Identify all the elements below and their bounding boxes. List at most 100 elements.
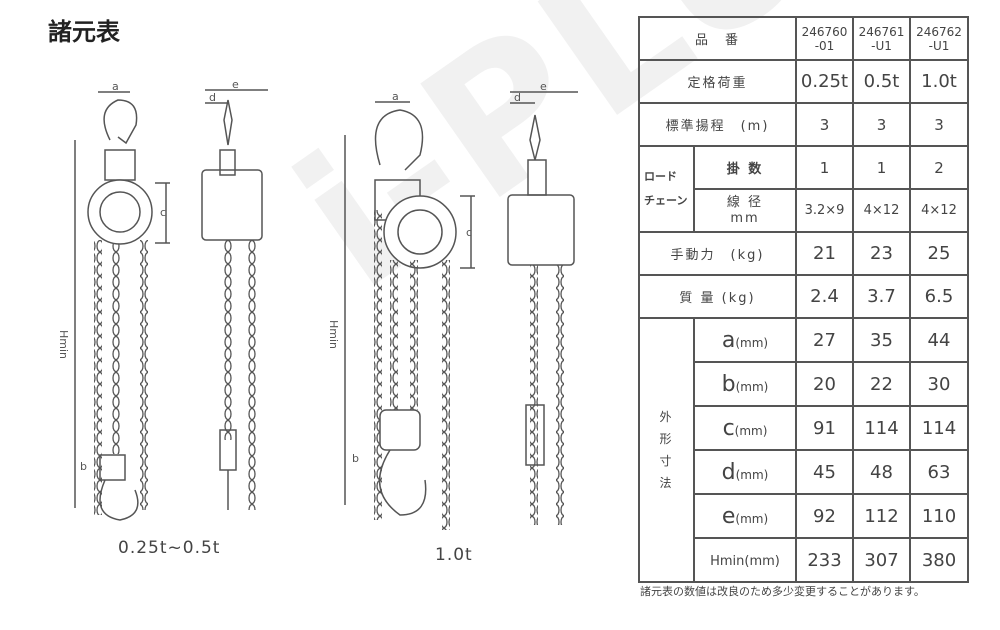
hand-force-label: 手動力 (kg)	[638, 231, 797, 276]
dim-label-b: b	[80, 460, 87, 473]
dimension-letter: b	[721, 371, 736, 397]
cell: 114	[909, 405, 969, 451]
caption-small: 0.25t~0.5t	[118, 538, 221, 558]
cell: 27	[795, 317, 854, 363]
small-hoist-front	[74, 91, 170, 521]
cell: 114	[852, 405, 911, 451]
page-title: 諸元表	[48, 18, 120, 46]
dimension-label: Hmin(mm)	[693, 537, 797, 583]
dimension-unit: (mm)	[735, 379, 769, 394]
cell: 1	[852, 145, 911, 190]
model-number: 246762 -U1	[909, 16, 969, 61]
cell: 45	[795, 449, 854, 495]
table-row: 手動力 (kg) 21 23 25	[638, 231, 969, 276]
table-row: 線 径 mm 3.2×9 4×12 4×12	[639, 188, 969, 233]
dimension-unit: (mm)	[734, 423, 768, 438]
dim-label-c: c	[466, 226, 472, 239]
large-hoist-front	[344, 101, 475, 530]
dimension-letter: a	[721, 327, 736, 353]
dimension-unit: (mm)	[735, 467, 769, 482]
cell: 1.0t	[909, 59, 969, 104]
dim-label-c: c	[160, 206, 166, 219]
table-row: 定格荷重 0.25t 0.5t 1.0t	[638, 59, 969, 104]
footnote: 諸元表の数値は改良のため多少変更することがあります。	[640, 585, 925, 598]
dim-label-e: e	[540, 80, 547, 93]
small-hoist-side	[201, 89, 268, 510]
dimension-letter: d	[721, 459, 736, 485]
dimension-letter: c	[722, 415, 735, 441]
dim-label-a: a	[392, 90, 399, 103]
cell: 23	[852, 231, 911, 276]
cell: 44	[909, 317, 969, 363]
diameter-label: 線 径 mm	[693, 188, 797, 233]
cell: 380	[909, 537, 969, 583]
falls-label: 掛 数	[693, 145, 797, 190]
dimension-unit: (mm)	[744, 554, 780, 569]
dimension-label: b(mm)	[693, 361, 797, 407]
cell: 0.5t	[852, 59, 911, 104]
cell: 91	[795, 405, 854, 451]
dimension-letter: Hmin	[710, 554, 745, 569]
cell: 3	[795, 102, 854, 147]
dimension-unit: (mm)	[735, 335, 769, 350]
cell: 4×12	[909, 188, 969, 233]
cell: 2	[909, 145, 969, 190]
cell: 92	[795, 493, 854, 539]
cell: 22	[852, 361, 911, 407]
model-number: 246761 -U1	[852, 16, 911, 61]
header-label: 品 番	[638, 16, 797, 61]
cell: 35	[852, 317, 911, 363]
cell: 233	[795, 537, 854, 583]
dimension-label: c(mm)	[693, 405, 797, 451]
dimension-label: a(mm)	[693, 317, 797, 363]
dim-label-a: a	[112, 80, 119, 93]
cell: 25	[909, 231, 969, 276]
dim-label-d: d	[514, 91, 521, 104]
dimension-label: d(mm)	[693, 449, 797, 495]
cell: 1	[795, 145, 854, 190]
cell: 3.2×9	[795, 188, 854, 233]
large-hoist-side	[507, 91, 578, 525]
load-chain-label: ロード チェーン	[638, 145, 695, 233]
cell: 63	[909, 449, 969, 495]
cell: 3	[909, 102, 969, 147]
cell: 21	[795, 231, 854, 276]
dim-label-e: e	[232, 78, 239, 91]
cell: 112	[852, 493, 911, 539]
table-row: 標準揚程 (m) 3 3 3	[638, 102, 969, 147]
lift-label: 標準揚程 (m)	[638, 102, 797, 147]
cell: 20	[795, 361, 854, 407]
cell: 48	[852, 449, 911, 495]
dim-label-hmin: Hmin	[57, 330, 70, 359]
cell: 30	[909, 361, 969, 407]
dimensions-label: 外 形 寸 法	[638, 317, 695, 583]
cell: 307	[852, 537, 911, 583]
dim-label-b: b	[352, 452, 359, 465]
cell: 6.5	[909, 274, 969, 319]
cell: 3	[852, 102, 911, 147]
table-row: ロード チェーン 掛 数 1 1 2	[638, 145, 969, 233]
cell: 110	[909, 493, 969, 539]
dimension-label: e(mm)	[693, 493, 797, 539]
cell: 2.4	[795, 274, 854, 319]
cell: 4×12	[852, 188, 911, 233]
table-row: 質 量 (kg) 2.4 3.7 6.5	[638, 274, 969, 319]
cell: 3.7	[852, 274, 911, 319]
spec-table: 品 番 246760 -01 246761 -U1 246762 -U1 定格荷…	[638, 16, 969, 583]
dim-label-hmin: Hmin	[327, 320, 340, 349]
rated-load-label: 定格荷重	[638, 59, 797, 104]
dim-label-d: d	[209, 91, 216, 104]
model-number: 246760 -01	[795, 16, 854, 61]
cell: 0.25t	[795, 59, 854, 104]
dimension-unit: (mm)	[735, 511, 769, 526]
weight-label: 質 量 (kg)	[638, 274, 797, 319]
table-row: 品 番 246760 -01 246761 -U1 246762 -U1	[638, 16, 969, 61]
caption-large: 1.0t	[435, 545, 473, 565]
dimension-letter: e	[721, 503, 736, 529]
